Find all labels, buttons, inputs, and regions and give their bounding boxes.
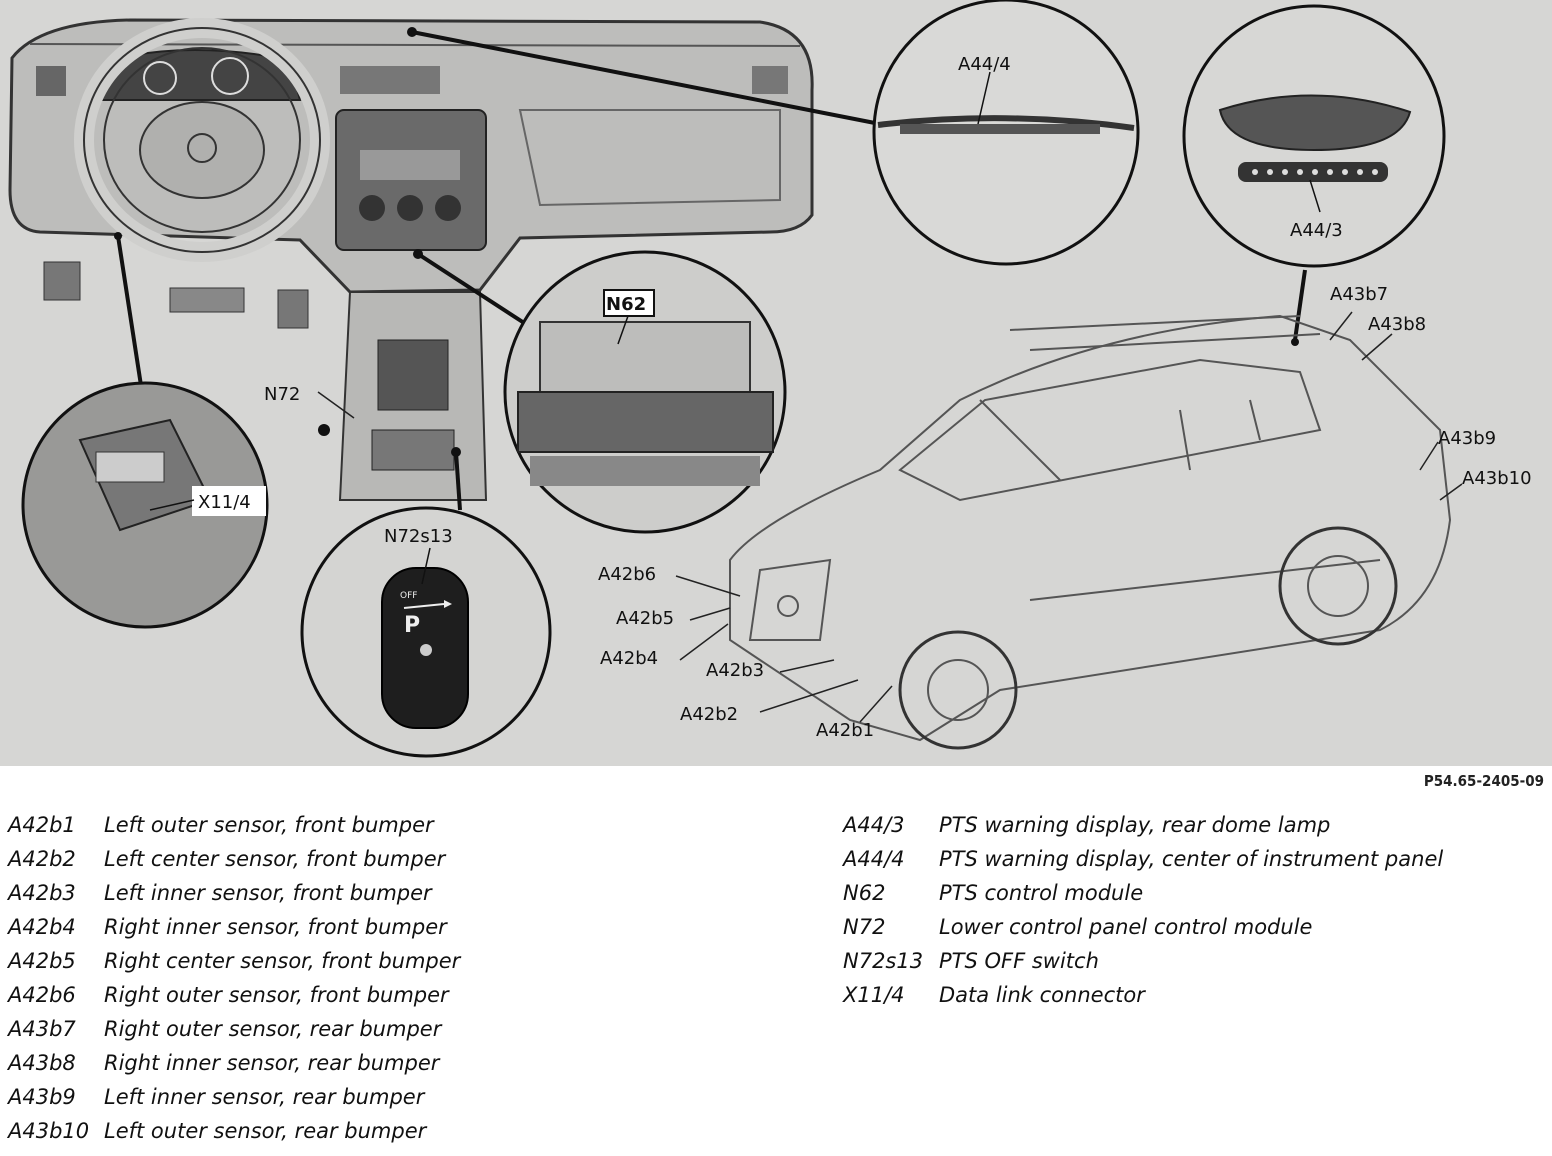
legend-description: Left center sensor, front bumper xyxy=(104,847,446,871)
legend-item: N72 Lower control panel control module xyxy=(843,910,1443,944)
legend-item: A43b7 Right outer sensor, rear bumper xyxy=(8,1012,460,1046)
legend-description: Lower control panel control module xyxy=(939,915,1313,939)
legend-item: A43b9 Left inner sensor, rear bumper xyxy=(8,1080,460,1114)
dashboard-drawing xyxy=(8,18,814,501)
inset-a44-3 xyxy=(1182,4,1446,268)
legend-description: Right outer sensor, front bumper xyxy=(104,983,449,1007)
legend-code: A42b2 xyxy=(8,847,76,871)
callout-a42b2: A42b2 xyxy=(680,704,738,725)
legend-description: Data link connector xyxy=(939,983,1145,1007)
callout-a43b9: A43b9 xyxy=(1438,428,1496,449)
legend-code: A43b10 xyxy=(8,1119,90,1143)
callout-a43b8: A43b8 xyxy=(1368,314,1426,335)
legend-code: A42b5 xyxy=(8,949,76,973)
legend-item: N62 PTS control module xyxy=(843,876,1443,910)
legend-code: A42b1 xyxy=(8,813,76,837)
legend-description: Right inner sensor, front bumper xyxy=(104,915,447,939)
callout-x11-4: X11/4 xyxy=(198,492,251,513)
legend-item: A42b6 Right outer sensor, front bumper xyxy=(8,978,460,1012)
legend-item: A43b8 Right inner sensor, rear bumper xyxy=(8,1046,460,1080)
legend-item: A44/4 PTS warning display, center of inst… xyxy=(843,842,1443,876)
legend-item: A43b10 Left outer sensor, rear bumper xyxy=(8,1114,460,1148)
callout-labels: A44/4 A44/3 A43b7 A43b8 A43b9 A43b10 N62… xyxy=(198,54,1532,741)
legend-description: Right center sensor, front bumper xyxy=(104,949,461,973)
legend-code: N72 xyxy=(843,915,886,939)
legend-code: N62 xyxy=(843,881,886,905)
inset-a44-4 xyxy=(872,0,1140,266)
legend-item: A42b5 Right center sensor, front bumper xyxy=(8,944,460,978)
legend-right-column: A44/3 PTS warning display, rear dome lamp… xyxy=(843,808,1443,1012)
legend-description: Left outer sensor, front bumper xyxy=(104,813,434,837)
legend-code: A43b8 xyxy=(8,1051,76,1075)
legend-description: PTS control module xyxy=(939,881,1144,905)
figure-id-code: P54.65-2405-09 xyxy=(1423,772,1544,790)
callout-a42b5: A42b5 xyxy=(616,608,674,629)
callout-n72s13: N72s13 xyxy=(384,526,453,547)
legend-description: PTS OFF switch xyxy=(939,949,1099,973)
callout-a42b6: A42b6 xyxy=(598,564,656,585)
legend-description: Left inner sensor, front bumper xyxy=(104,881,432,905)
legend-code: A43b7 xyxy=(8,1017,76,1041)
legend-code: A42b3 xyxy=(8,881,76,905)
callout-a42b1: A42b1 xyxy=(816,720,874,741)
parking-switch-icon: P xyxy=(404,613,420,638)
switch-off-label: OFF xyxy=(400,591,417,601)
inset-n62 xyxy=(503,250,787,534)
legend-description: PTS warning display, rear dome lamp xyxy=(939,813,1331,837)
vehicle-drawing xyxy=(729,314,1452,750)
legend-description: PTS warning display, center of instrumen… xyxy=(939,847,1444,871)
callout-n72: N72 xyxy=(264,384,300,405)
legend-item: A44/3 PTS warning display, rear dome lamp xyxy=(843,808,1443,842)
figure-drawing: A44/4 A44/3 A43b7 A43b8 A43b9 A43b10 N62… xyxy=(0,0,1552,766)
legend-description: Right outer sensor, rear bumper xyxy=(104,1017,442,1041)
legend-code: A42b4 xyxy=(8,915,76,939)
legend-item: A42b3 Left inner sensor, front bumper xyxy=(8,876,460,910)
leader-lines xyxy=(116,30,1307,511)
callout-n62: N62 xyxy=(606,294,646,315)
callout-a43b10: A43b10 xyxy=(1462,468,1532,489)
inset-x11-4 xyxy=(21,381,269,629)
legend-code: A44/4 xyxy=(843,847,905,871)
callout-a42b3: A42b3 xyxy=(706,660,764,681)
legend-description: Left outer sensor, rear bumper xyxy=(104,1119,427,1143)
legend-description: Right inner sensor, rear bumper xyxy=(104,1051,440,1075)
component-location-figure: A44/4 A44/3 A43b7 A43b8 A43b9 A43b10 N62… xyxy=(0,0,1552,766)
callout-a43b7: A43b7 xyxy=(1330,284,1388,305)
legend-code: A43b9 xyxy=(8,1085,76,1109)
legend-code: N72s13 xyxy=(843,949,924,973)
legend-item: A42b1 Left outer sensor, front bumper xyxy=(8,808,460,842)
legend-item: A42b2 Left center sensor, front bumper xyxy=(8,842,460,876)
callout-a44-4: A44/4 xyxy=(958,54,1011,75)
legend-code: X11/4 xyxy=(843,983,905,1007)
callout-a44-3: A44/3 xyxy=(1290,220,1343,241)
legend-item: X11/4 Data link connector xyxy=(843,978,1443,1012)
inset-n72s13 xyxy=(300,506,552,758)
legend-item: A42b4 Right inner sensor, front bumper xyxy=(8,910,460,944)
callout-a42b4: A42b4 xyxy=(600,648,658,669)
sensor-leaders xyxy=(675,311,1463,723)
legend-description: Left inner sensor, rear bumper xyxy=(104,1085,425,1109)
legend-code: A44/3 xyxy=(843,813,905,837)
legend-code: A42b6 xyxy=(8,983,76,1007)
legend-item: N72s13 PTS OFF switch xyxy=(843,944,1443,978)
